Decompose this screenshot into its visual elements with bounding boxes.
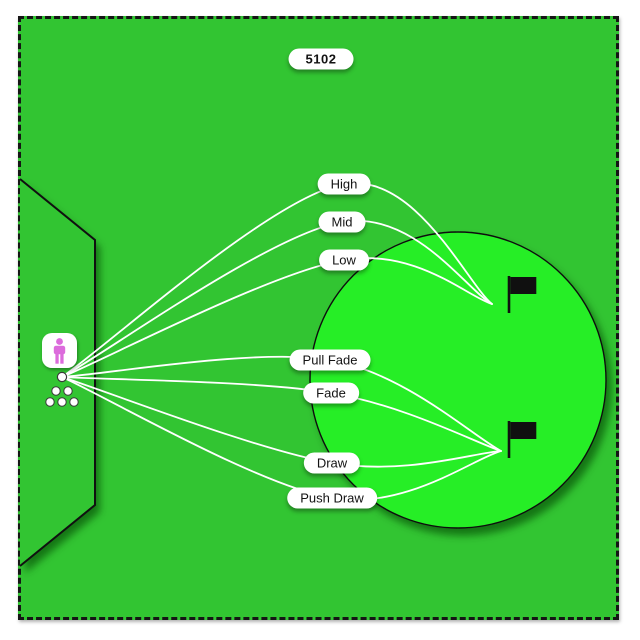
course-field [18,16,619,620]
shot-label-mid[interactable]: Mid [318,211,366,233]
shot-label-low[interactable]: Low [319,249,369,271]
station-badge: 5102 [288,48,354,70]
shot-label-push-draw[interactable]: Push Draw [287,487,377,509]
shot-label-pull-fade[interactable]: Pull Fade [289,349,371,371]
shot-label-draw[interactable]: Draw [303,452,361,474]
shot-label-high[interactable]: High [317,173,371,195]
shot-label-fade[interactable]: Fade [303,382,359,404]
